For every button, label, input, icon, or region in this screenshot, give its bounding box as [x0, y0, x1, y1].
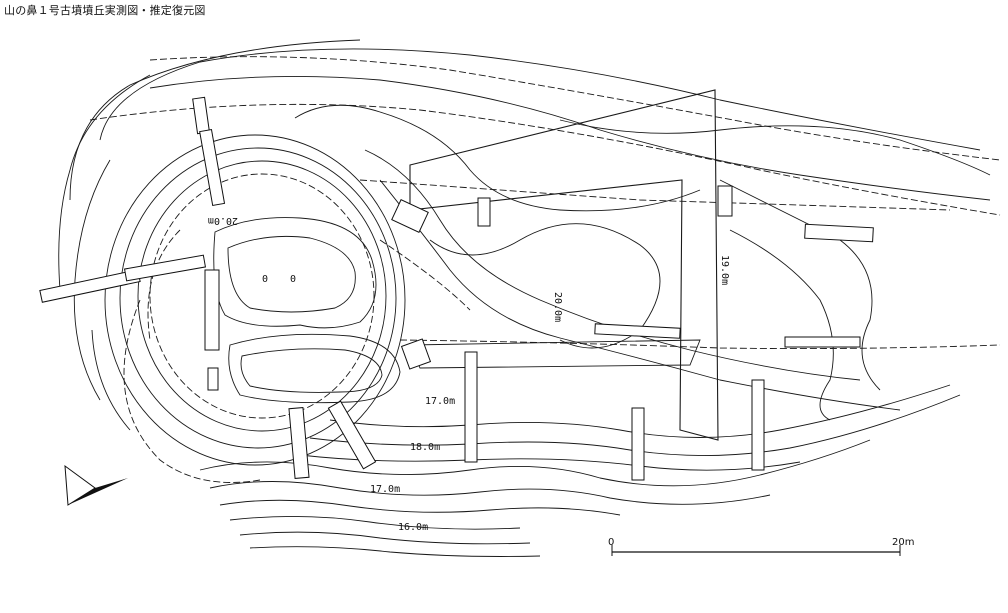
- contour-label-group: 20.0m 20.0m 19.0m 17.0m 18.0m 17.0m 16.0…: [208, 215, 730, 533]
- contour-lines: [58, 39, 1001, 557]
- svg-text:0: 0: [290, 274, 296, 285]
- contour-label-18m: 18.0m: [410, 442, 440, 453]
- scale-start-label: 0: [608, 537, 614, 548]
- scale-bar: 0 20m: [608, 537, 914, 556]
- contour-label-19m: 19.0m: [719, 255, 730, 285]
- north-arrow-icon: [64, 464, 128, 506]
- contour-label-20m-a: 20.0m: [208, 215, 238, 226]
- contour-label-17m-b: 17.0m: [370, 484, 400, 495]
- contour-label-17m: 17.0m: [425, 396, 455, 407]
- map-caption: 山の鼻１号古墳墳丘実測図・推定復元図: [4, 4, 206, 17]
- trench-markers: 0 0: [39, 96, 874, 481]
- reconstruction-outline: [409, 89, 719, 441]
- scale-end-label: 20m: [892, 537, 914, 548]
- svg-text:0: 0: [262, 274, 268, 285]
- contour-label-16m: 16.0m: [398, 522, 428, 533]
- contour-label-20m-b: 20.0m: [552, 292, 563, 322]
